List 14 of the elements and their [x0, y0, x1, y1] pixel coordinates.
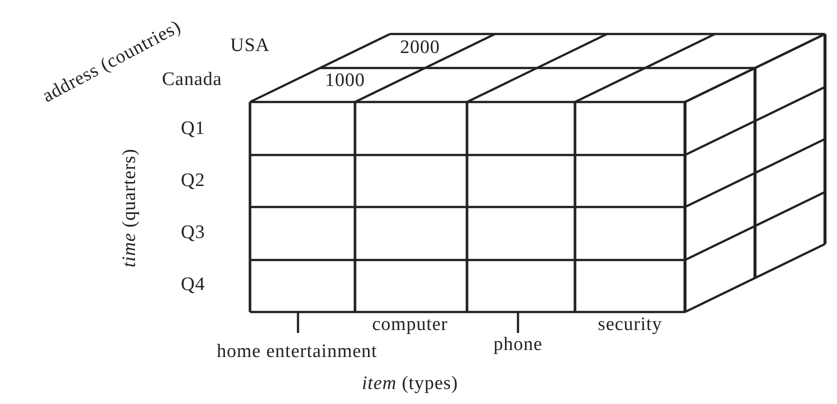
axis-label: item (types)	[362, 374, 458, 394]
row-label: Q2	[180, 171, 206, 191]
row-label: Canada	[162, 70, 222, 90]
row-label: Q4	[180, 275, 206, 295]
column-label: phone	[494, 335, 542, 355]
column-label: home entertainment	[216, 342, 378, 362]
row-label: Q1	[180, 119, 206, 139]
axis-label: time (quarters)	[120, 148, 140, 268]
row-label: USA	[230, 36, 270, 56]
column-label: security	[598, 315, 662, 335]
row-label: Q3	[180, 223, 206, 243]
cell-value: 2000	[400, 38, 440, 58]
column-label: computer	[372, 315, 448, 335]
cell-value: 1000	[325, 71, 365, 91]
